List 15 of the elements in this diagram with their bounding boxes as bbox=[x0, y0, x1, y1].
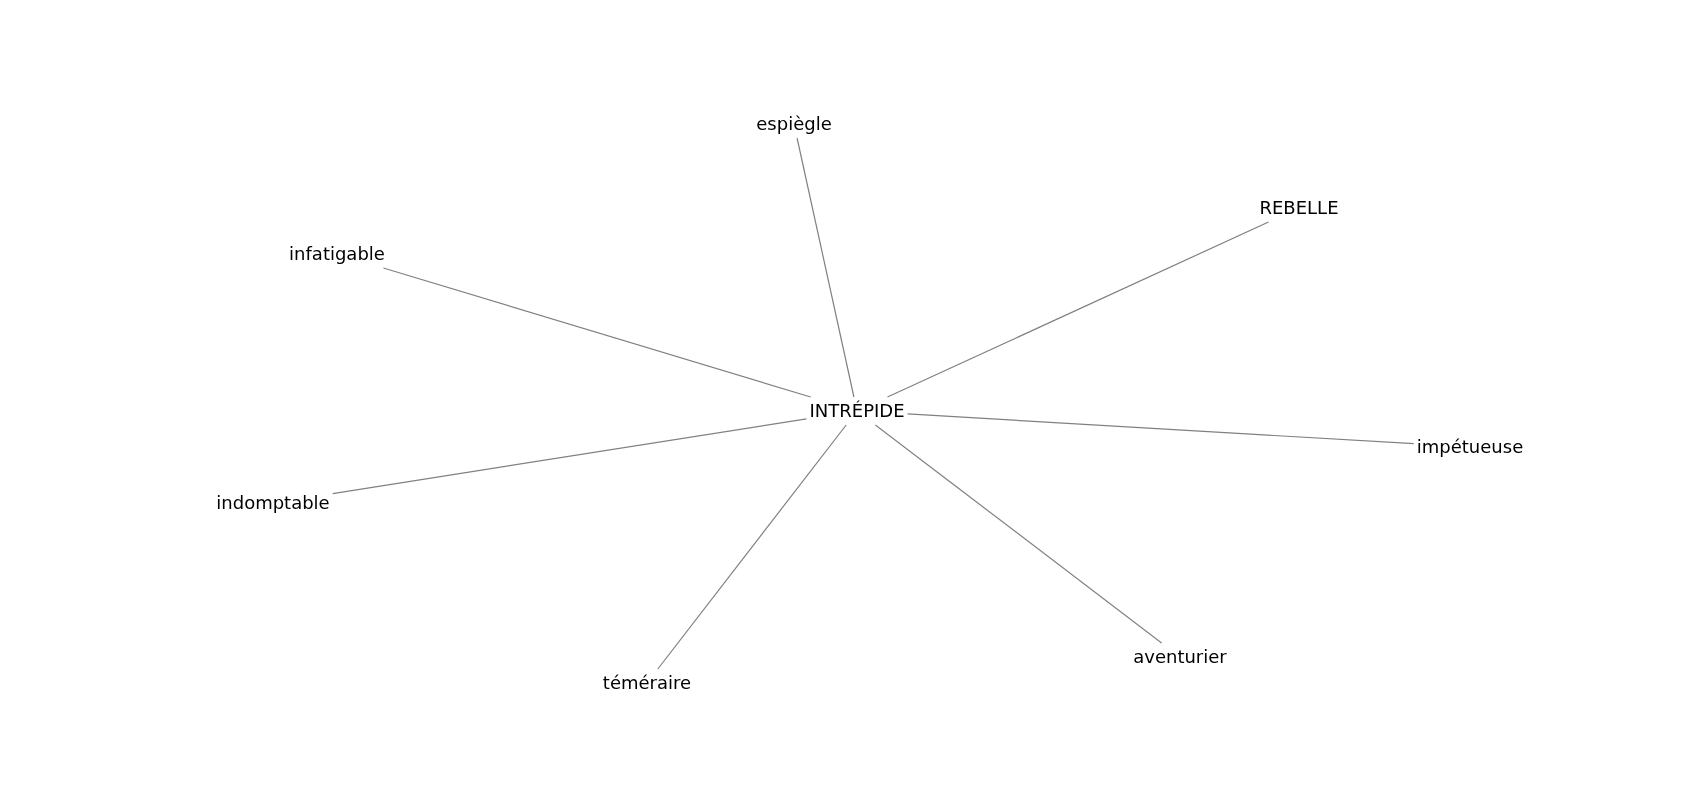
connector-line bbox=[332, 418, 808, 495]
word-label: infatigable bbox=[289, 243, 385, 265]
connector-line bbox=[886, 221, 1270, 398]
word-label: impétueuse bbox=[1416, 436, 1524, 458]
connector-line bbox=[874, 424, 1163, 644]
word-label: aventurier bbox=[1133, 646, 1227, 668]
connector-line bbox=[906, 413, 1415, 445]
connector-line bbox=[796, 137, 855, 398]
word-label: espiègle bbox=[756, 113, 832, 135]
word-label: INTRÉPIDE bbox=[809, 400, 905, 422]
word-label: REBELLE bbox=[1259, 197, 1339, 219]
connector-line bbox=[657, 424, 847, 670]
connector-line bbox=[382, 267, 812, 398]
word-label: indomptable bbox=[216, 492, 330, 514]
word-label: téméraire bbox=[602, 672, 692, 694]
